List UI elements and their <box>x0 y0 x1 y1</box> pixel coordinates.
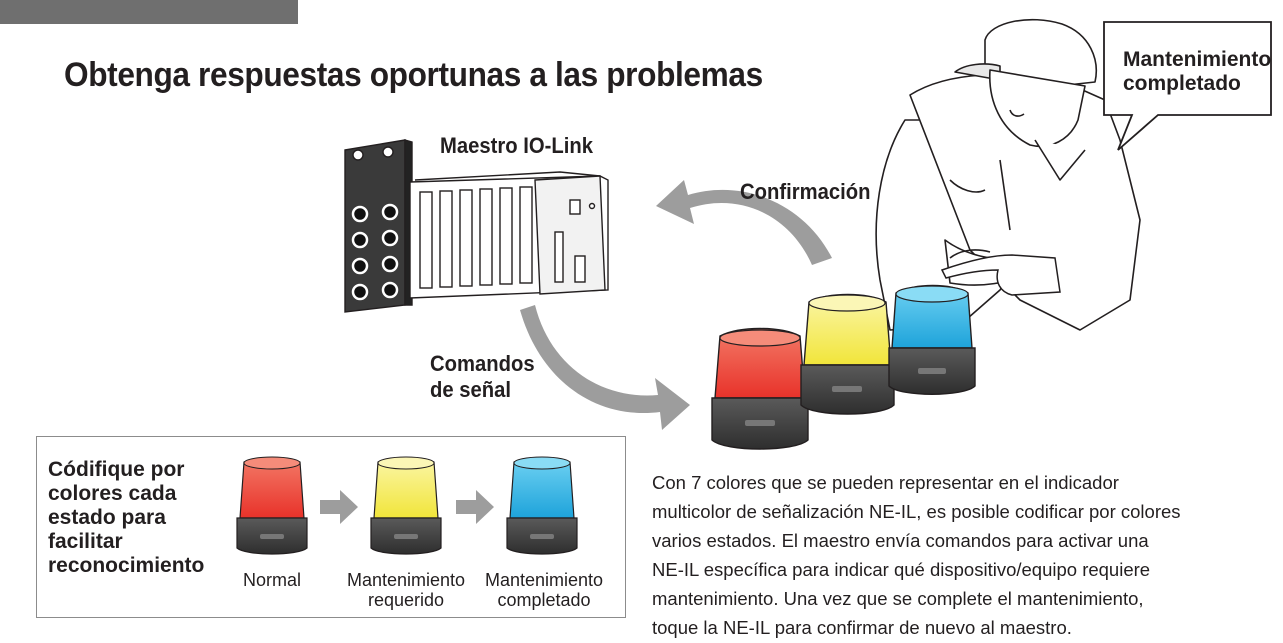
legend-heading: Códifique por colores cada estado para f… <box>48 458 218 578</box>
signal-command-arrow <box>520 305 690 430</box>
legend-heading-line: colores cada <box>48 482 177 505</box>
ne-il-light-red <box>711 327 809 450</box>
legend-light-yellow <box>370 456 442 555</box>
commands-label-line1: Comandos <box>430 351 535 376</box>
caption-line: Mantenimiento <box>484 570 604 590</box>
description-line: NE-IL específica para indicar qué dispos… <box>652 559 1151 580</box>
legend-light-red <box>236 456 308 555</box>
pointing-hand <box>940 254 1061 296</box>
description-line: mantenimiento. Una vez que se complete e… <box>652 588 1144 609</box>
speech-bubble <box>1103 21 1272 151</box>
legend-heading-line: Códifique por <box>48 458 185 481</box>
legend-caption-completed: Mantenimiento completado <box>476 570 612 610</box>
page-title: Obtenga respuestas oportunas a las probl… <box>64 56 763 94</box>
description-line: toque la NE-IL para confirmar de nuevo a… <box>652 617 1072 638</box>
header-bar <box>0 0 298 24</box>
speech-bubble-text: Mantenimiento completado <box>1123 48 1272 96</box>
legend-caption-normal: Normal <box>222 570 322 590</box>
commands-label-line2: de señal <box>430 377 512 402</box>
description-paragraph: Con 7 colores que se pueden representar … <box>652 468 1283 642</box>
ne-il-light-blue <box>888 284 976 395</box>
caption-line: requerido <box>367 590 445 610</box>
arrow-right-icon <box>320 490 358 524</box>
master-label: Maestro IO-Link <box>440 133 593 158</box>
legend-heading-line: facilitar <box>48 530 123 553</box>
legend-heading-line: reconocimiento <box>48 554 205 577</box>
caption-line: completado <box>497 590 591 610</box>
confirmation-arrow <box>656 180 832 265</box>
caption-line: Normal <box>242 570 301 590</box>
description-line: Con 7 colores que se pueden representar … <box>652 472 1119 493</box>
confirmation-label: Confirmación <box>740 179 871 204</box>
legend-heading-line: estado para <box>48 506 166 529</box>
ne-il-light-yellow <box>800 293 895 415</box>
legend-light-blue <box>506 456 578 555</box>
io-link-master-device <box>344 139 609 313</box>
legend-caption-required: Mantenimiento requerido <box>338 570 474 610</box>
description-line: varios estados. El maestro envía comando… <box>652 530 1149 551</box>
description-line: multicolor de señalización NE-IL, es pos… <box>652 501 1181 522</box>
bubble-line-1: Mantenimiento <box>1123 48 1272 71</box>
arrow-right-icon <box>456 490 494 524</box>
bubble-line-2: completado <box>1123 72 1241 95</box>
caption-line: Mantenimiento <box>346 570 466 590</box>
